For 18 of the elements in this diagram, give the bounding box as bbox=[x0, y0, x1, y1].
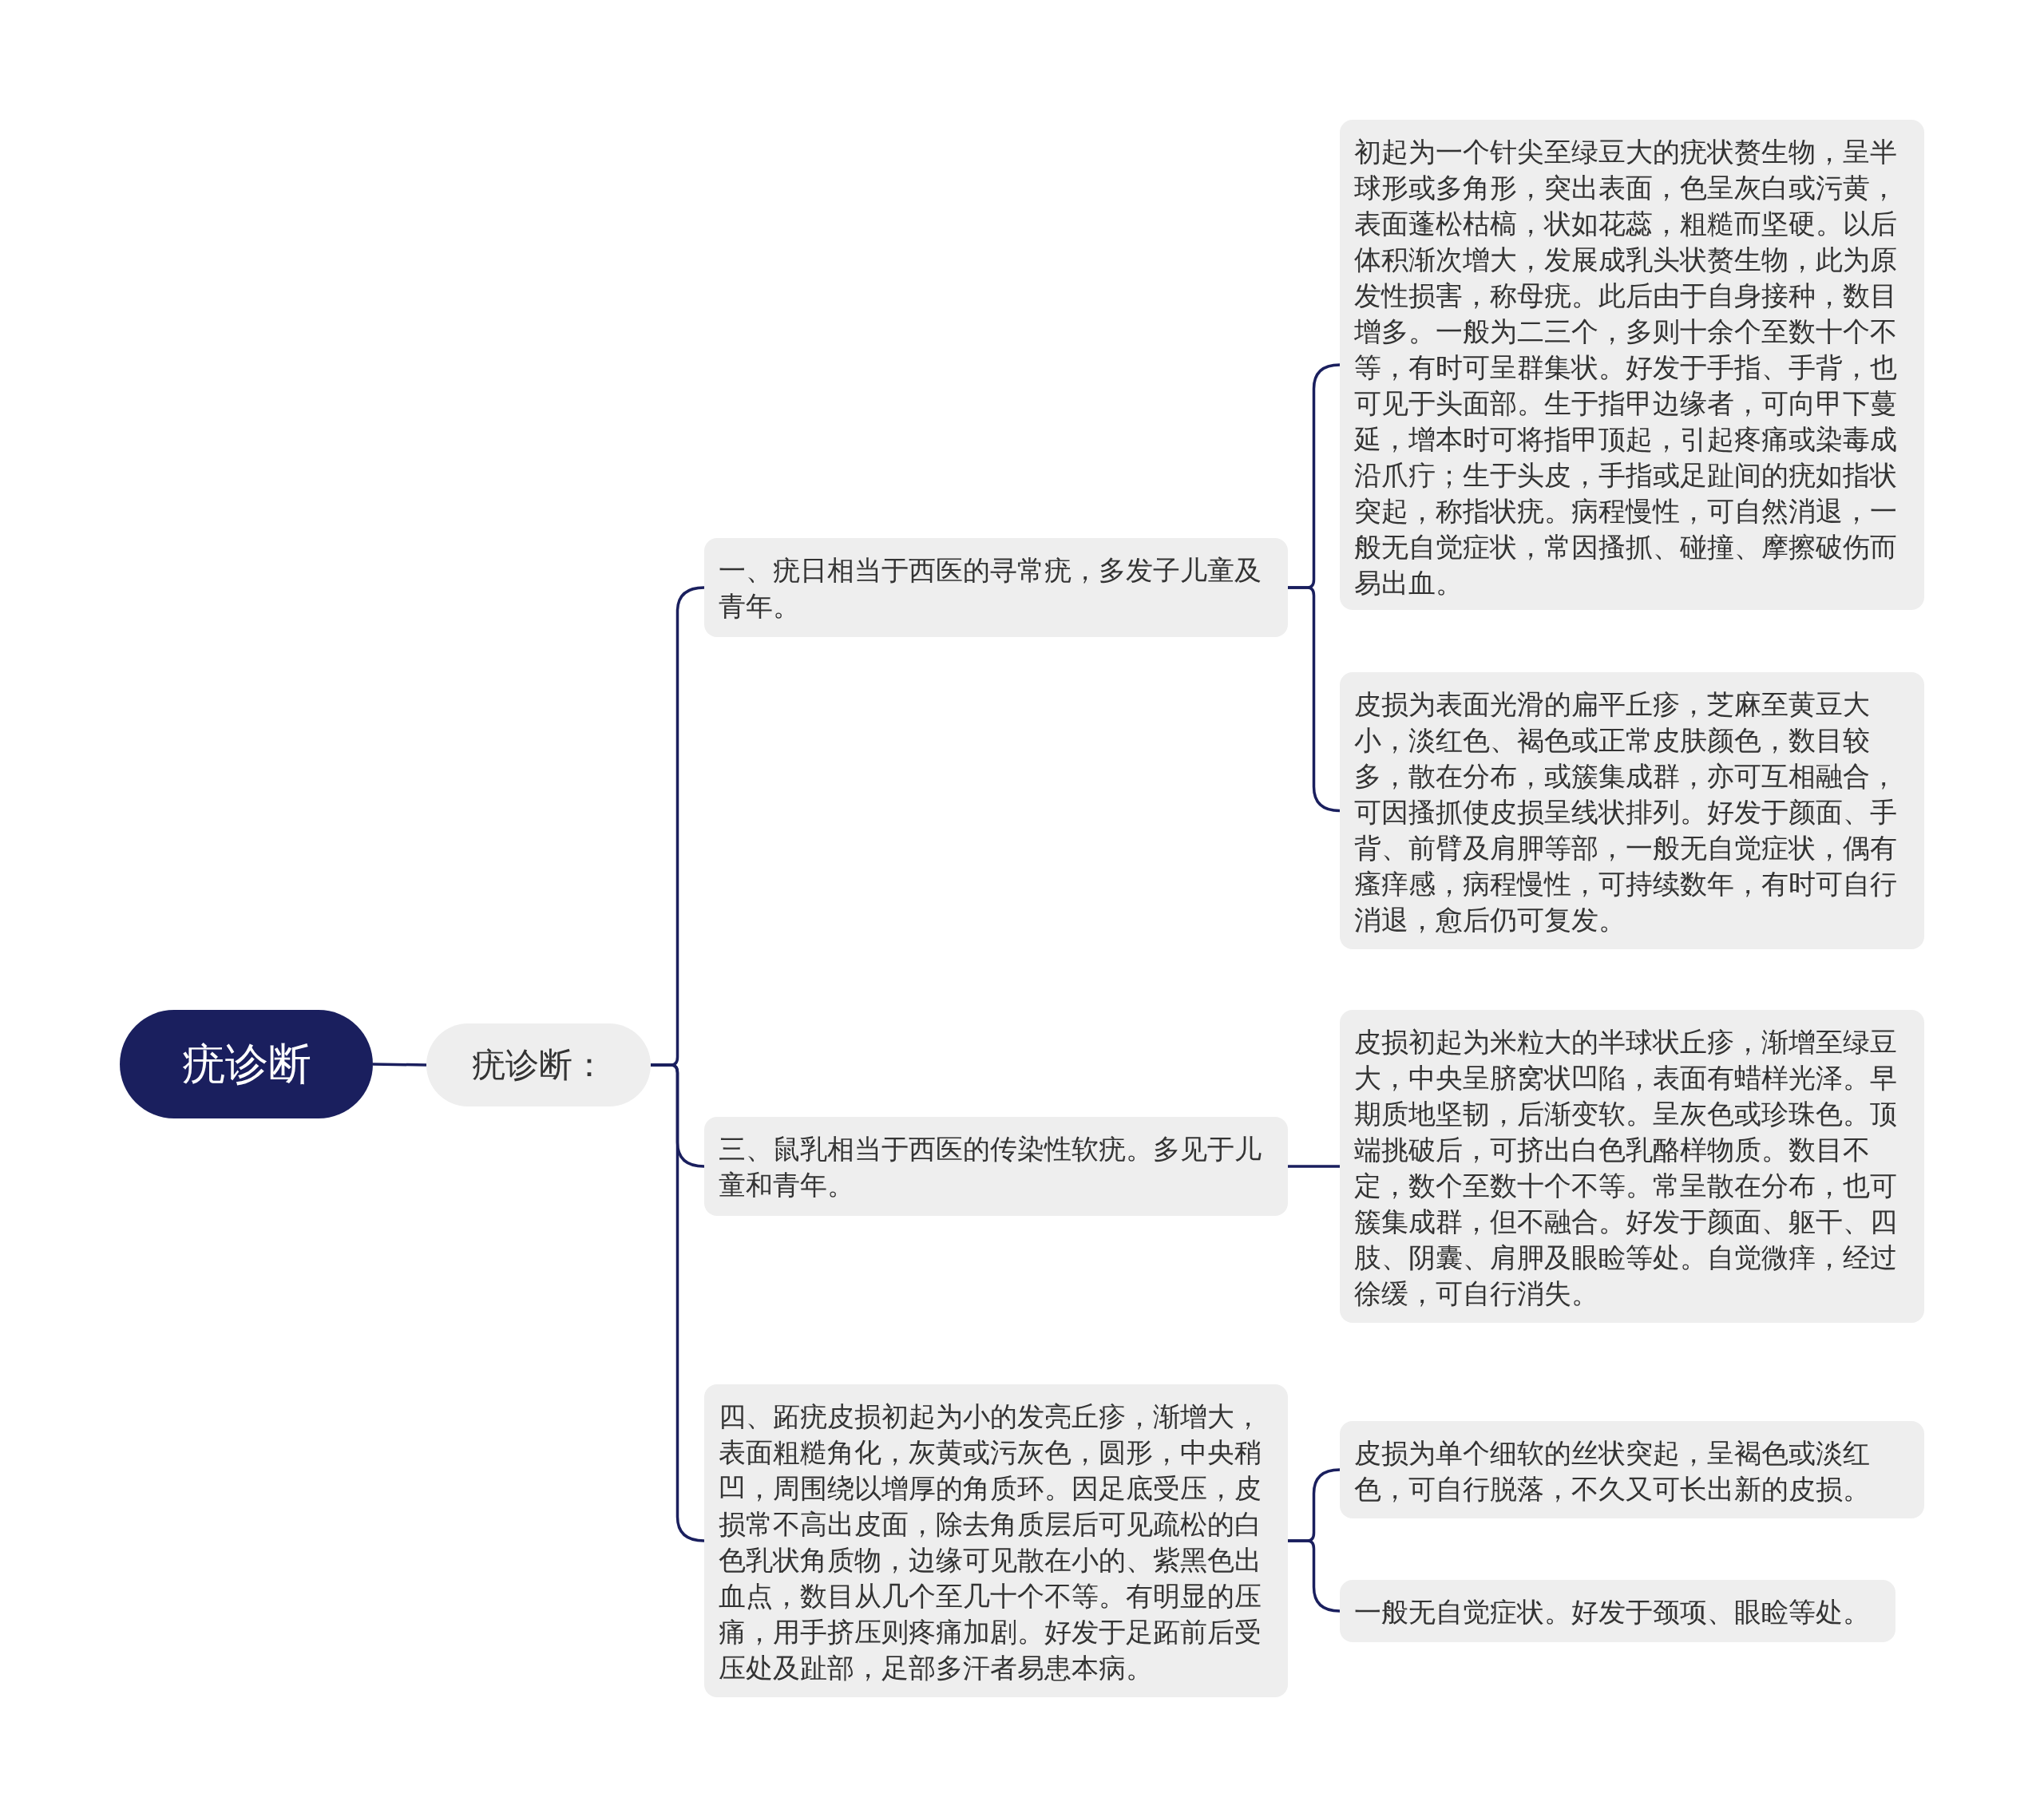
connector-line bbox=[372, 1063, 427, 1067]
node-text: 疣诊断： bbox=[471, 1044, 606, 1086]
connector-line bbox=[1288, 1165, 1340, 1168]
node-text: 三、鼠乳相当于西医的传染性软疣。多见于儿童和青年。 bbox=[719, 1132, 1262, 1202]
text-box bbox=[1340, 1421, 1924, 1518]
node-text: 一、疣日相当于西医的寻常疣，多发子儿童及青年。 bbox=[719, 553, 1262, 623]
node-text: 皮损初起为米粒大的半球状丘疹，渐增至绿豆大，中央呈脐窝状凹陷，表面有蜡样光泽。早期质地坚韧，后渐变软。呈灰色或珍珠色。顶端挑破后，可挤出白色乳酪样物质。数目不定，数个至数十个不等。常呈散在分布，也可簇集成群，但不融合。好发于颜面、躯干、四肢、阴囊、肩胛及眼睑等处。自觉微痒，经过徐缓，可自行消失。 bbox=[1354, 1025, 1898, 1311]
text-box bbox=[704, 538, 1288, 637]
text-box bbox=[704, 1117, 1288, 1216]
text-box bbox=[1340, 672, 1924, 949]
text-box bbox=[1340, 1580, 1895, 1642]
node-text: 疣诊断 bbox=[181, 1037, 311, 1091]
text-box bbox=[1340, 1010, 1924, 1323]
node-text: 初起为一个针尖至绿豆大的疣状赘生物，呈半球形或多角形，突出表面，色呈灰白或污黄，表面蓬松枯槁，状如花蕊，粗糙而坚硬。以后体积渐次增大，发展成乳头状赘生物，此为原发性损害，称母疣。此后由于自身接种，数目增多。一般为二三个，多则十余个至数十个不等，有时可呈群集状。好发于手指、手背，也可见于头面部。生于指甲边缘者，可向甲下蔓延，增本时可将指甲顶起，引起疼痛或染毒成沿爪疔；生于头皮，手指或足趾间的疣如指状突起，称指状疣。病程慢性，可自然消退，一般无自觉症状，常因搔抓、碰撞、摩擦破伤而易出血。 bbox=[1354, 135, 1898, 600]
node-text: 四、跖疣皮损初起为小的发亮丘疹，渐增大，表面粗糙角化，灰黄或污灰色，圆形，中央稍凹，周围绕以增厚的角质环。因足底受压，皮损常不高出皮面，除去角质层后可见疏松的白色乳状角质物，边缘可见散在小的、紫黑色出血点，数目从几个至几十个不等。有明显的压痛，用手挤压则疼痛加剧。好发于足跖前后受压处及趾部，足部多汗者易患本病。 bbox=[719, 1399, 1262, 1685]
node-text: 皮损为单个细软的丝状突起，呈褐色或淡红色，可自行脱落，不久又可长出新的皮损。 bbox=[1354, 1436, 1871, 1506]
node-text: 皮损为表面光滑的扁平丘疹，芝麻至黄豆大小，淡红色、褐色或正常皮肤颜色，数目较多，散在分布，或簇集成群，亦可互相融合，可因搔抓使皮损呈线状排列。好发于颜面、手背、前臂及肩胛等部，一般无自觉症状，偶有瘙痒感，病程慢性，可持续数年，有时可自行消退，愈后仍可复发。 bbox=[1354, 687, 1898, 937]
node-text: 一般无自觉症状。好发于颈项、眼睑等处。 bbox=[1354, 1595, 1871, 1629]
